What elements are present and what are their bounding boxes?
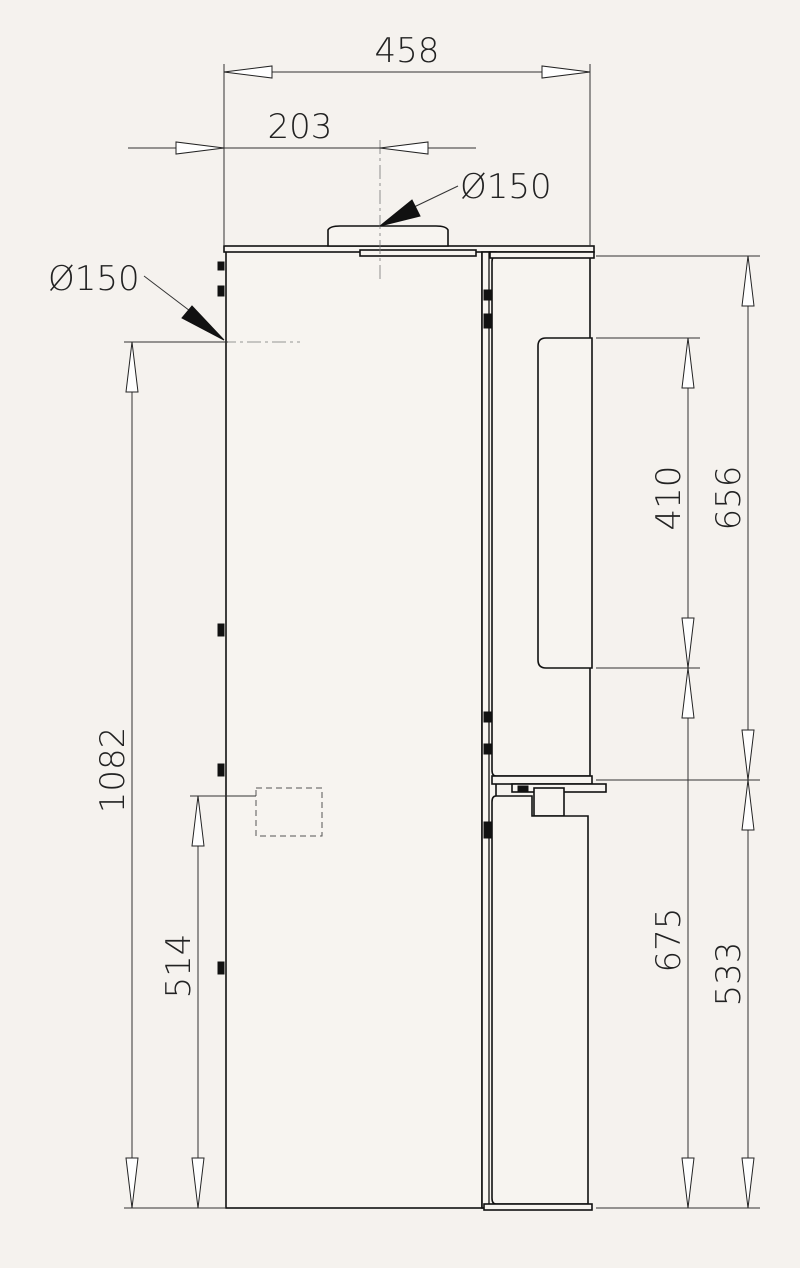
log-store-panel — [491, 795, 589, 1205]
dimension-base-height: 675 — [649, 667, 695, 1209]
base-height-label: 675 — [649, 908, 689, 973]
rear-flue-diameter-label: Ø150 — [48, 259, 140, 299]
rear-bracket-2 — [217, 285, 225, 297]
cabinet-side-panel — [225, 247, 483, 1209]
dimension-overall-width: 458 — [223, 31, 591, 79]
stove-body — [217, 225, 607, 1211]
dimension-flue-offset: 203 — [128, 107, 476, 155]
extension-lines — [124, 64, 760, 1209]
dimension-top-flue-diameter: Ø150 — [379, 167, 552, 227]
door-latch-block — [533, 787, 565, 817]
dimension-rear-flue-diameter: Ø150 — [48, 259, 225, 341]
door-bottom-plate — [491, 775, 593, 785]
base-plate — [483, 1203, 593, 1211]
rear-bracket-4 — [217, 763, 225, 777]
rear-flue-height-label: 1082 — [93, 727, 133, 814]
rear-bracket-5 — [217, 961, 225, 975]
door-top-cap — [489, 251, 595, 259]
log-store-height-label: 533 — [709, 942, 749, 1007]
top-flue-plate — [359, 249, 477, 257]
top-flue-collar — [327, 225, 449, 247]
air-inlet-height-label: 514 — [159, 934, 199, 999]
window-height-label: 410 — [649, 466, 689, 531]
top-flue-diameter-label: Ø150 — [460, 167, 552, 207]
hidden-air-inlet — [255, 787, 323, 837]
dimension-log-store-height: 533 — [709, 779, 755, 1209]
dimension-door-height: 656 — [709, 255, 755, 781]
door-glass-window — [537, 337, 593, 669]
dimension-window-height: 410 — [649, 337, 695, 669]
door-height-label: 656 — [709, 466, 749, 531]
door-latch-knob — [517, 785, 529, 793]
overall-width-label: 458 — [375, 31, 440, 71]
dimension-rear-flue-height: 1082 — [93, 341, 139, 1209]
rear-bracket-top — [217, 261, 225, 271]
flue-offset-label: 203 — [268, 107, 333, 147]
rear-bracket-3 — [217, 623, 225, 637]
dimension-air-inlet-height: 514 — [159, 795, 205, 1209]
